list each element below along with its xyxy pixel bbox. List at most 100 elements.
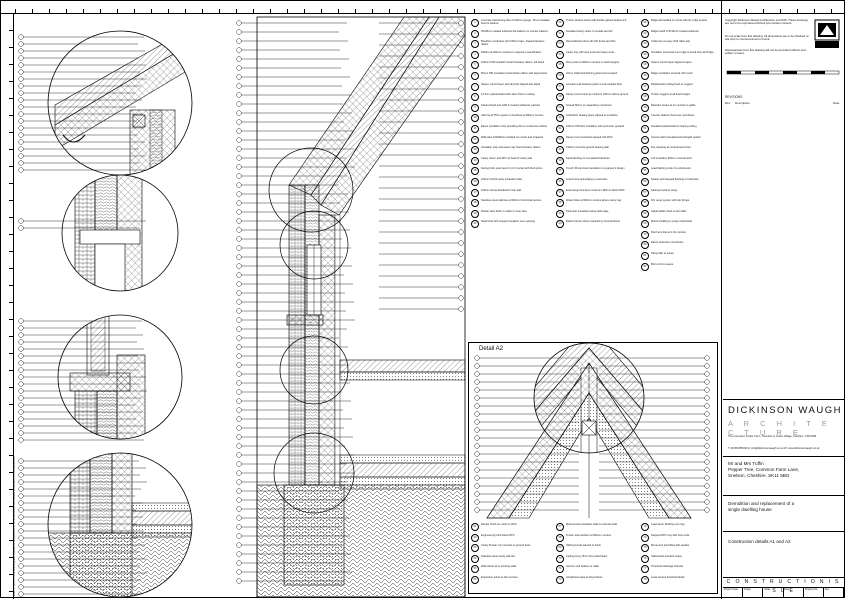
callout-bubble [704, 483, 710, 489]
callout-bubble [704, 507, 710, 513]
ruler-tick [9, 353, 13, 354]
ruler-tick [559, 9, 560, 13]
note-text: Sand blinding on compacted hardcore [566, 156, 610, 160]
ruler-tick [9, 98, 13, 99]
note-number: 59 [641, 209, 649, 218]
note-text: Trench fill concrete foundation to engin… [566, 167, 625, 171]
callout-bubble [704, 499, 710, 505]
note-text: Half round PVCu gutter on brackets at 90… [481, 114, 544, 118]
note-text: Stainless steel cavity wall ties [481, 554, 516, 558]
ruler-tick [9, 200, 13, 201]
callout-bubble [236, 326, 242, 332]
note-number: 77 [641, 565, 649, 574]
callout-bubble [236, 380, 242, 386]
callout-bubble [704, 379, 710, 385]
callout-bubble [236, 272, 242, 278]
note-number: 70 [556, 554, 564, 563]
note-text: Wall plate 100x50mm bedded on mortar and… [481, 135, 543, 139]
callout-bubble [474, 491, 480, 497]
note-number: 79 [641, 230, 649, 239]
callout-bubble [18, 416, 24, 422]
callout-bubble [236, 515, 242, 521]
note-number: 19 [471, 209, 479, 218]
note-text: Breather membrane with 150mm laps, drape… [481, 40, 545, 47]
callout-bubble [474, 443, 480, 449]
callout-bubble [18, 360, 24, 366]
callout-bubble [236, 119, 242, 125]
ruler-tick [610, 9, 611, 13]
note-number: 2 [471, 29, 479, 38]
callout-bubble [236, 578, 242, 584]
firm-name: DICKINSON WAUGH [728, 405, 842, 416]
ruler-tick [9, 336, 13, 337]
callout-bubble [18, 118, 24, 124]
callout-bubble [236, 56, 242, 62]
callout-bubble [18, 556, 24, 562]
note-number: 62 [471, 533, 479, 542]
note-number: 48 [641, 93, 649, 102]
note-number: 38 [556, 199, 564, 208]
note-number: 64 [471, 554, 479, 563]
note-text: Gravel strip and edging to perimeter [566, 177, 608, 181]
ruler-tick [406, 9, 407, 13]
ruler-tick [763, 9, 764, 13]
callout-bubble [18, 97, 24, 103]
note-text: Wall starter kit to existing walls [481, 565, 517, 569]
discrepancy-note: Discrepancies from this drawing will not… [725, 48, 807, 56]
note-number: 29 [556, 103, 564, 112]
note-number: 21 [556, 19, 564, 27]
ruler-tick [389, 9, 390, 13]
note-number: 43 [641, 40, 649, 49]
detail-circle-eaves [47, 30, 193, 176]
note-text: 22mm chipboard flooring glued and screwe… [566, 71, 618, 75]
callout-bubble [474, 459, 480, 465]
callout-bubble [236, 353, 242, 359]
firm-contacts: T: 01565 885000 E: info@dickinsonwaugh.c… [728, 447, 820, 450]
note-text: Roof vent tiles at 1.5m centres [651, 230, 687, 234]
callout-bubble [236, 191, 242, 197]
callout-bubble [18, 167, 24, 173]
note-text: Reconstituted stone sill with throat and… [566, 40, 616, 44]
drawing-title: Construction details A1 and A2 [728, 539, 791, 544]
callout-bubble [18, 437, 24, 443]
note-text: Insulated plasterboard to sloping ceilin… [651, 124, 697, 128]
callout-bubble [236, 407, 242, 413]
field-drawing-no: Drawing No. [804, 588, 824, 598]
ruler-tick [9, 115, 13, 116]
callout-bubble [704, 491, 710, 497]
client-name: Mr and Mrs Tuffin [728, 461, 764, 466]
note-number: 46 [641, 71, 649, 80]
field-scale: Scale [763, 588, 784, 598]
note-text: Engineering brick below DPC [481, 533, 515, 537]
detail-circles-left [18, 30, 193, 598]
note-text: Facing brick outer leaf in 1:1:6 mortar … [481, 167, 543, 171]
note-text: Gable ladder fixed to last rafter [651, 209, 687, 213]
detail-a2-label: Detail A2 [479, 346, 504, 352]
ruler-tick [9, 387, 13, 388]
note-text: Stepped DPC tray with stop ends [651, 533, 690, 537]
note-number: 44 [641, 50, 649, 59]
callout-bubble [458, 284, 464, 290]
note-number: 40 [556, 220, 564, 229]
rev-col-date: Date [833, 101, 840, 105]
callout-bubble [458, 130, 464, 136]
